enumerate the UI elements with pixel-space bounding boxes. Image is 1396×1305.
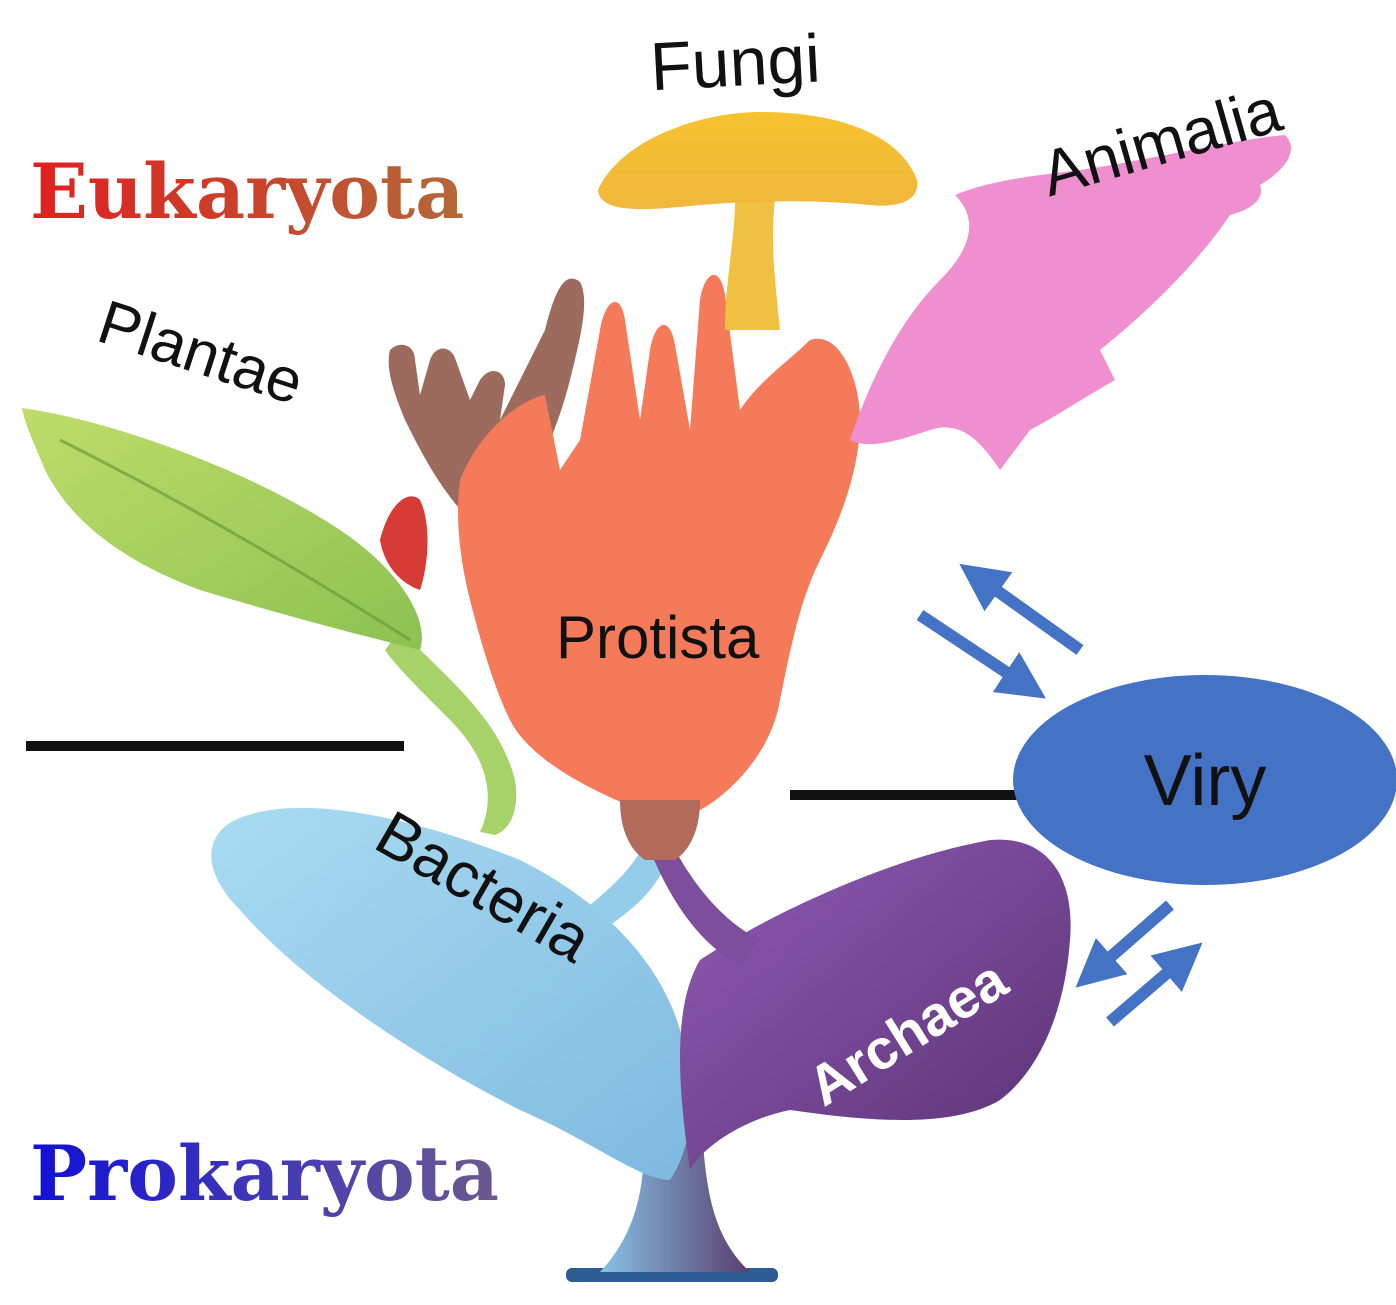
plantae-label: Plantae — [90, 288, 311, 419]
arrow-down-right-upper — [920, 615, 1030, 688]
plantae-leaf — [22, 408, 422, 650]
arrow-up-left-upper — [975, 575, 1080, 650]
viry-label: Viry — [1144, 741, 1267, 821]
protista-label: Protista — [556, 604, 760, 671]
archaea-shape — [680, 840, 1071, 1170]
arrow-down-left-lower — [1090, 905, 1170, 975]
eukaryota-title: Eukaryota — [30, 147, 464, 236]
arrow-up-right-lower — [1110, 955, 1188, 1022]
prokaryota-title: Prokaryota — [30, 1129, 499, 1218]
protista-shape — [458, 275, 860, 810]
fungi-stalk — [725, 200, 780, 330]
protista-neck — [620, 800, 700, 860]
fungi-cap — [598, 112, 917, 209]
fungi-label: Fungi — [648, 20, 822, 105]
